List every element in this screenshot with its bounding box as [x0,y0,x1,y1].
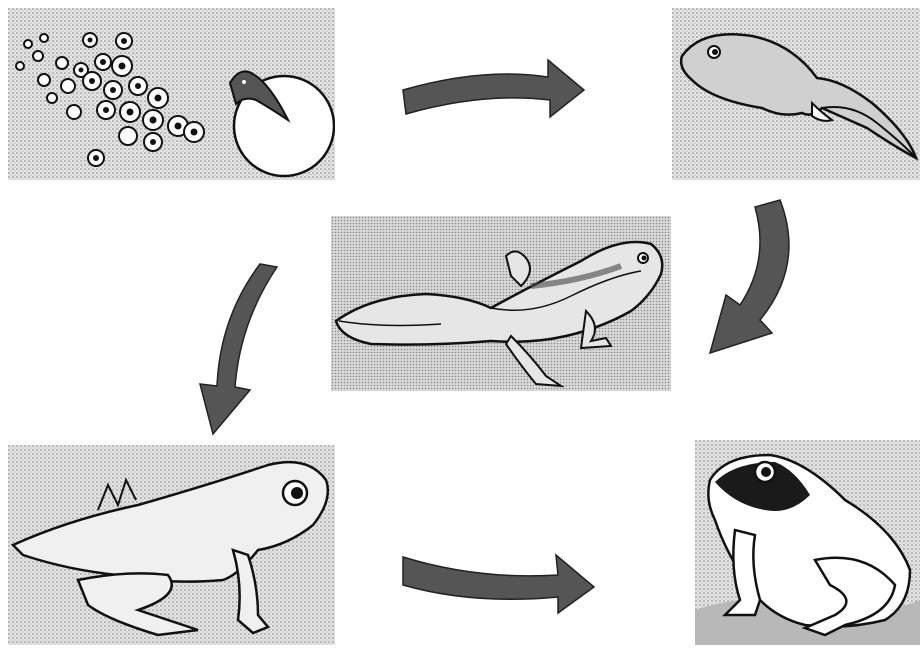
arrow-tadpole-to-legs [700,195,810,365]
frog-spawn-icon [8,8,335,180]
arrow-legs-to-froglet [195,262,290,437]
froglet-panel [8,445,335,645]
tadpole-legs-icon [331,216,671,391]
tadpole-icon [672,8,920,180]
frog-eggs-panel [8,8,335,180]
tadpole-panel [672,8,920,180]
tadpole-with-legs-panel [331,216,671,391]
arrow-eggs-to-tadpole [398,52,588,122]
adult-frog-panel [695,440,920,645]
arrow-froglet-to-frog [398,545,598,615]
adult-frog-icon [695,440,920,645]
froglet-icon [8,445,335,645]
